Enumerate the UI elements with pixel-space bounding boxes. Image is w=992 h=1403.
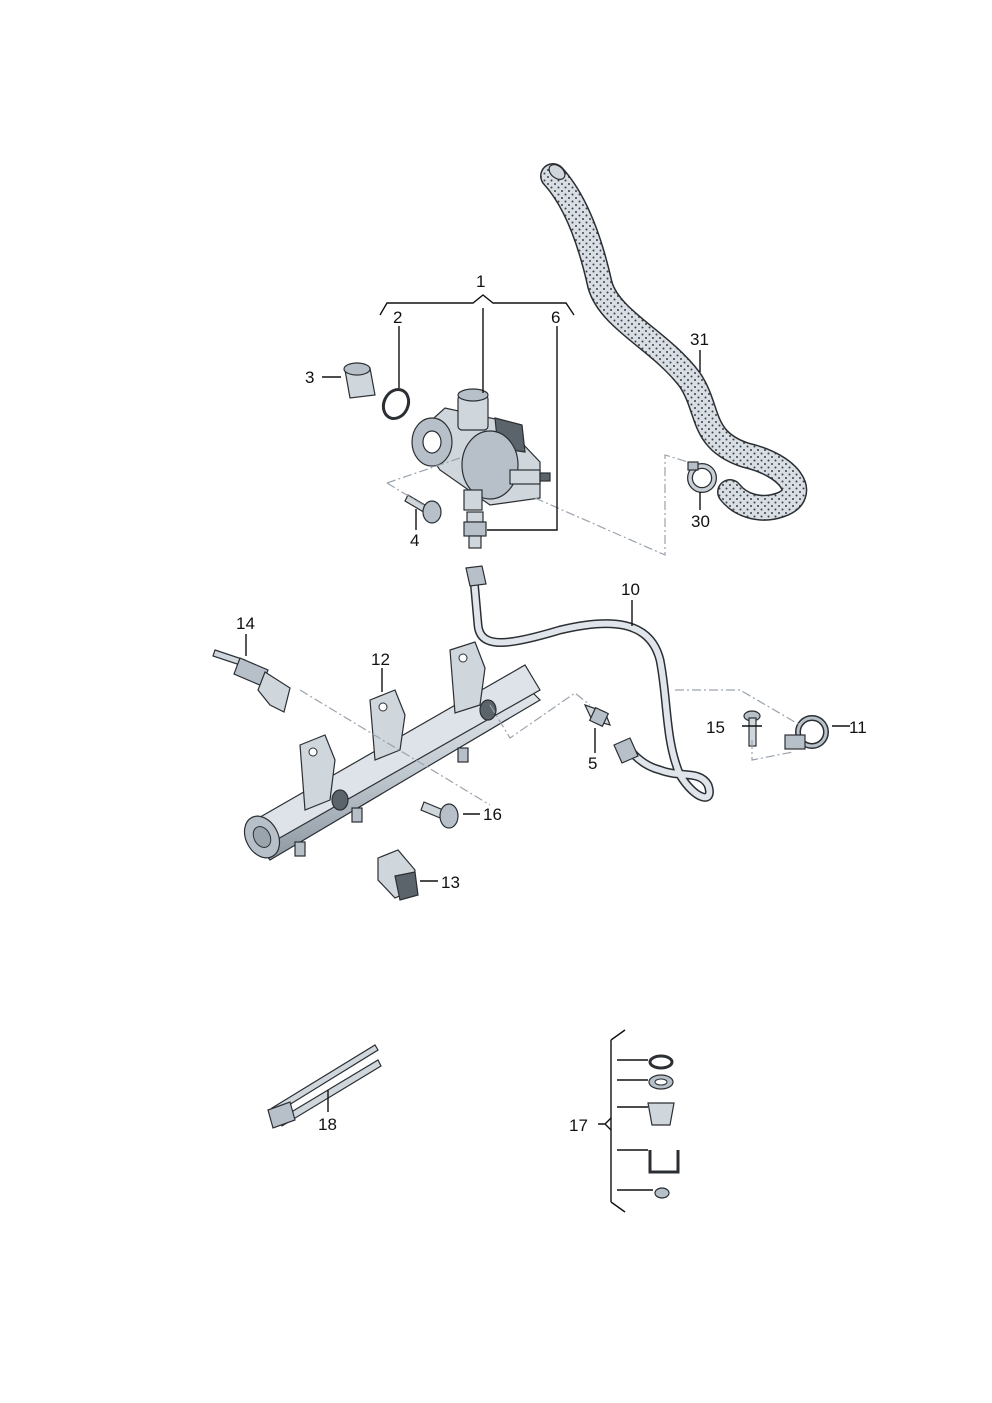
callout-13: 13 xyxy=(441,873,460,892)
union-part-5 xyxy=(583,703,611,728)
repair-kit-part-17 xyxy=(647,1054,680,1199)
fuel-pipe-part-10 xyxy=(465,565,714,802)
leader-lines xyxy=(245,294,850,1213)
bush-part-3 xyxy=(343,362,376,399)
callout-31: 31 xyxy=(690,330,709,349)
callout-14: 14 xyxy=(236,614,255,633)
callout-4: 4 xyxy=(410,531,419,550)
plug-part-13 xyxy=(377,849,419,901)
callout-15: 15 xyxy=(706,718,725,737)
callout-16: 16 xyxy=(483,805,502,824)
o-ring-part-2 xyxy=(381,387,411,421)
hose-part-31 xyxy=(540,163,808,521)
callout-labels: 1 2 6 3 4 31 30 10 14 12 5 15 11 16 13 1… xyxy=(236,272,867,1135)
callout-11: 11 xyxy=(849,718,867,737)
callout-12: 12 xyxy=(371,650,390,669)
hose-clamp-part-30 xyxy=(687,461,717,493)
callout-1: 1 xyxy=(476,272,485,291)
callout-2: 2 xyxy=(393,308,402,327)
callout-10: 10 xyxy=(621,580,640,599)
fuel-rail-part-12 xyxy=(243,641,541,861)
bolt-part-16 xyxy=(420,801,459,829)
sensor-part-14 xyxy=(212,649,291,713)
assembly-lines xyxy=(299,454,801,806)
callout-6: 6 xyxy=(551,308,560,327)
callout-3: 3 xyxy=(305,368,314,387)
bolt-part-15 xyxy=(743,710,761,747)
fuel-pump-part-1 xyxy=(411,388,551,511)
union-part-6 xyxy=(463,511,487,549)
callout-18: 18 xyxy=(318,1115,337,1134)
callout-17: 17 xyxy=(569,1116,588,1135)
callout-30: 30 xyxy=(691,512,710,531)
callout-5: 5 xyxy=(588,754,597,773)
cable-tie-part-18 xyxy=(267,1044,382,1129)
holder-part-11 xyxy=(784,715,829,750)
bolt-part-4 xyxy=(404,494,442,524)
